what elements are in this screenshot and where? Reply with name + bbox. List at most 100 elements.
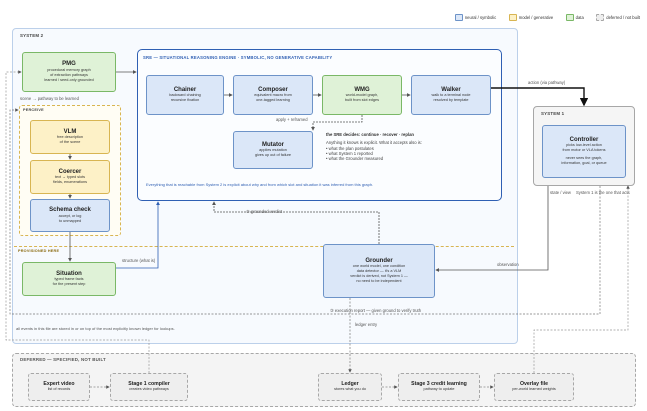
- wmg-box[interactable]: WMG world-model graph, built from slot e…: [322, 75, 402, 115]
- execution-report-text: execution report — given ground to verif…: [334, 308, 422, 313]
- sre-engine-label: SRE — SITUATIONAL REASONING ENGINE · SYM…: [143, 55, 333, 60]
- stage1-box[interactable]: Stage 1 compiler creates video pathways: [110, 373, 188, 401]
- composer-title: Composer: [258, 86, 288, 93]
- controller-line: information, goal, or queue: [561, 161, 607, 166]
- legend-label: data: [575, 15, 584, 20]
- chainer-line: backward chaining: [169, 93, 201, 98]
- system2-label: SYSTEM 2: [20, 33, 44, 38]
- schema-check-box[interactable]: Schema check accept, or log to unmapped: [30, 199, 110, 232]
- pmg-title: PMG: [62, 61, 76, 68]
- expert-video-line: list of records: [47, 387, 71, 392]
- schema-check-title: Schema check: [49, 207, 91, 214]
- walker-line: walk to a terminal node: [431, 93, 471, 98]
- overlay-file-title: Overlay file: [520, 380, 548, 387]
- ledger-line: stores what you do: [334, 387, 366, 392]
- legend-swatch-deferred: [596, 14, 605, 21]
- ledger-box[interactable]: Ledger stores what you do: [318, 373, 382, 401]
- vlm-line: free description: [57, 135, 83, 140]
- system1-label: SYSTEM 1: [541, 111, 565, 116]
- stage1-title: Stage 1 compiler: [128, 380, 170, 387]
- provisioned-divider: [14, 246, 514, 247]
- chainer-box[interactable]: Chainer backward chaining recursive fixa…: [146, 75, 224, 115]
- sre-desc-bullet: • what the Grounder measured: [326, 156, 384, 161]
- wmg-title: WMG: [354, 86, 370, 93]
- legend-item-model: model / generative: [508, 14, 554, 21]
- grounder-box[interactable]: Grounder one world model, one condition …: [323, 244, 435, 298]
- legend-label: neural / symbolic: [464, 15, 497, 20]
- composer-line: one-tagged learning: [256, 98, 290, 103]
- stage1-line: creates video pathways: [129, 387, 169, 392]
- sre-desc-bullet-text: what System 1 reported: [328, 150, 373, 156]
- wmg-line: built from slot edges: [345, 98, 379, 103]
- pmg-line: learned / seed-only grounded: [44, 77, 94, 82]
- legend-item-deferred: deferred / not built: [596, 14, 640, 21]
- execution-report-label: ③ execution report — given ground to ver…: [330, 308, 422, 313]
- walker-title: Walker: [441, 86, 461, 93]
- ledger-title: Ledger: [341, 380, 359, 387]
- controller-line: from motor or VLA tokens: [562, 148, 606, 153]
- walker-line: resolved by template: [433, 98, 469, 103]
- legend-swatch-data: [565, 14, 574, 21]
- sre-description: the SRE decides: continue · recover · re…: [326, 132, 496, 161]
- overlay-file-box[interactable]: Overlay file per-world learned weights: [494, 373, 574, 401]
- coercer-title: Coercer: [58, 168, 82, 175]
- sre-desc-bullet: • what the plan postulates: [326, 145, 374, 151]
- grounder-line: verdict is derived, not System 1 —: [350, 274, 408, 279]
- bottom-note: all events in this file are stored in or…: [16, 326, 175, 331]
- legend-swatch-model: [508, 14, 517, 21]
- sre-engine: [137, 49, 502, 201]
- stage3-box[interactable]: Stage 3 credit learning pathway to updat…: [398, 373, 480, 401]
- arrow-wmg-mutator: [311, 115, 363, 131]
- mutator-arrow-label: apply + reframed: [276, 117, 308, 122]
- expert-video-box[interactable]: Expert video list of records: [28, 373, 90, 401]
- deferred-label: DEFERRED — SPECIFIED, NOT BUILT: [20, 357, 106, 362]
- mutator-line: gives up out of failure: [254, 153, 292, 158]
- arrow-system1-grounder: [435, 186, 549, 272]
- perceive-label: PERCEIVE: [23, 108, 44, 112]
- expert-video-title: Expert video: [43, 380, 75, 387]
- arrow-situation-sre: [116, 201, 160, 269]
- schema-check-line: accept, or log: [58, 213, 82, 218]
- situation-arrow-label: structure (what is): [122, 258, 156, 263]
- stage3-title: Stage 3 credit learning: [411, 380, 467, 387]
- coercer-line: text → typed slots: [54, 175, 86, 180]
- provisioned-label: PROVISIONED HERE: [18, 249, 60, 253]
- situation-box[interactable]: Situation typed frame facts for the pres…: [22, 262, 116, 296]
- sre-desc-heading: the SRE decides: continue · recover · re…: [326, 132, 414, 137]
- grounder-title: Grounder: [365, 257, 393, 264]
- arrow-overlay-system1: [533, 185, 630, 373]
- wmg-line: world-model graph,: [345, 93, 379, 98]
- walker-box[interactable]: Walker walk to a terminal node resolved …: [411, 75, 491, 115]
- composer-line: equivalent macro from: [254, 93, 292, 98]
- system1-right-label: System 1 is the one that acts: [576, 190, 630, 195]
- mutator-box[interactable]: Mutator applies mutation gives up out of…: [233, 131, 313, 169]
- arrow-walker-controller: [491, 87, 589, 107]
- vlm-box[interactable]: VLM free description of the scene: [30, 120, 110, 154]
- ledger-entry-label: ledger entry: [355, 322, 378, 327]
- sre-footer-note: Everything that is reachable from System…: [146, 182, 374, 187]
- vlm-title: VLM: [63, 128, 77, 135]
- stage3-line: pathway to update: [423, 387, 455, 392]
- composer-box[interactable]: Composer equivalent macro from one-tagge…: [233, 75, 313, 115]
- controller-box[interactable]: Controller picks low-level action from m…: [542, 125, 626, 178]
- pmg-line: procedural memory graph: [47, 67, 91, 72]
- coercer-box[interactable]: Coercer text → typed slots fields, enume…: [30, 160, 110, 194]
- vlm-line: of the scene: [59, 140, 81, 145]
- mutator-title: Mutator: [262, 141, 284, 148]
- chainer-line: recursive fixation: [170, 98, 200, 103]
- grounded-verdict-text: grounded verdict: [250, 209, 283, 214]
- schema-check-line: to unmapped: [58, 218, 82, 223]
- pmg-box[interactable]: PMG procedural memory graph of extractio…: [22, 52, 116, 92]
- situation-line: for the present step: [52, 282, 86, 287]
- sre-desc-bullet-text: what the Grounder measured: [328, 156, 384, 161]
- controller-line: picks low-level action: [566, 143, 602, 148]
- situation-title: Situation: [56, 270, 82, 277]
- controller-title: Controller: [569, 136, 599, 143]
- legend-label: model / generative: [518, 15, 554, 20]
- arrow-execution-report: [9, 108, 601, 315]
- arrow-grounder-sre: [212, 201, 380, 244]
- pmg-edge-label: scene → pathway to be learned: [20, 96, 79, 101]
- grounder-line: data detector — it's a VLM: [356, 269, 402, 274]
- overlay-file-line: per-world learned weights: [512, 387, 556, 392]
